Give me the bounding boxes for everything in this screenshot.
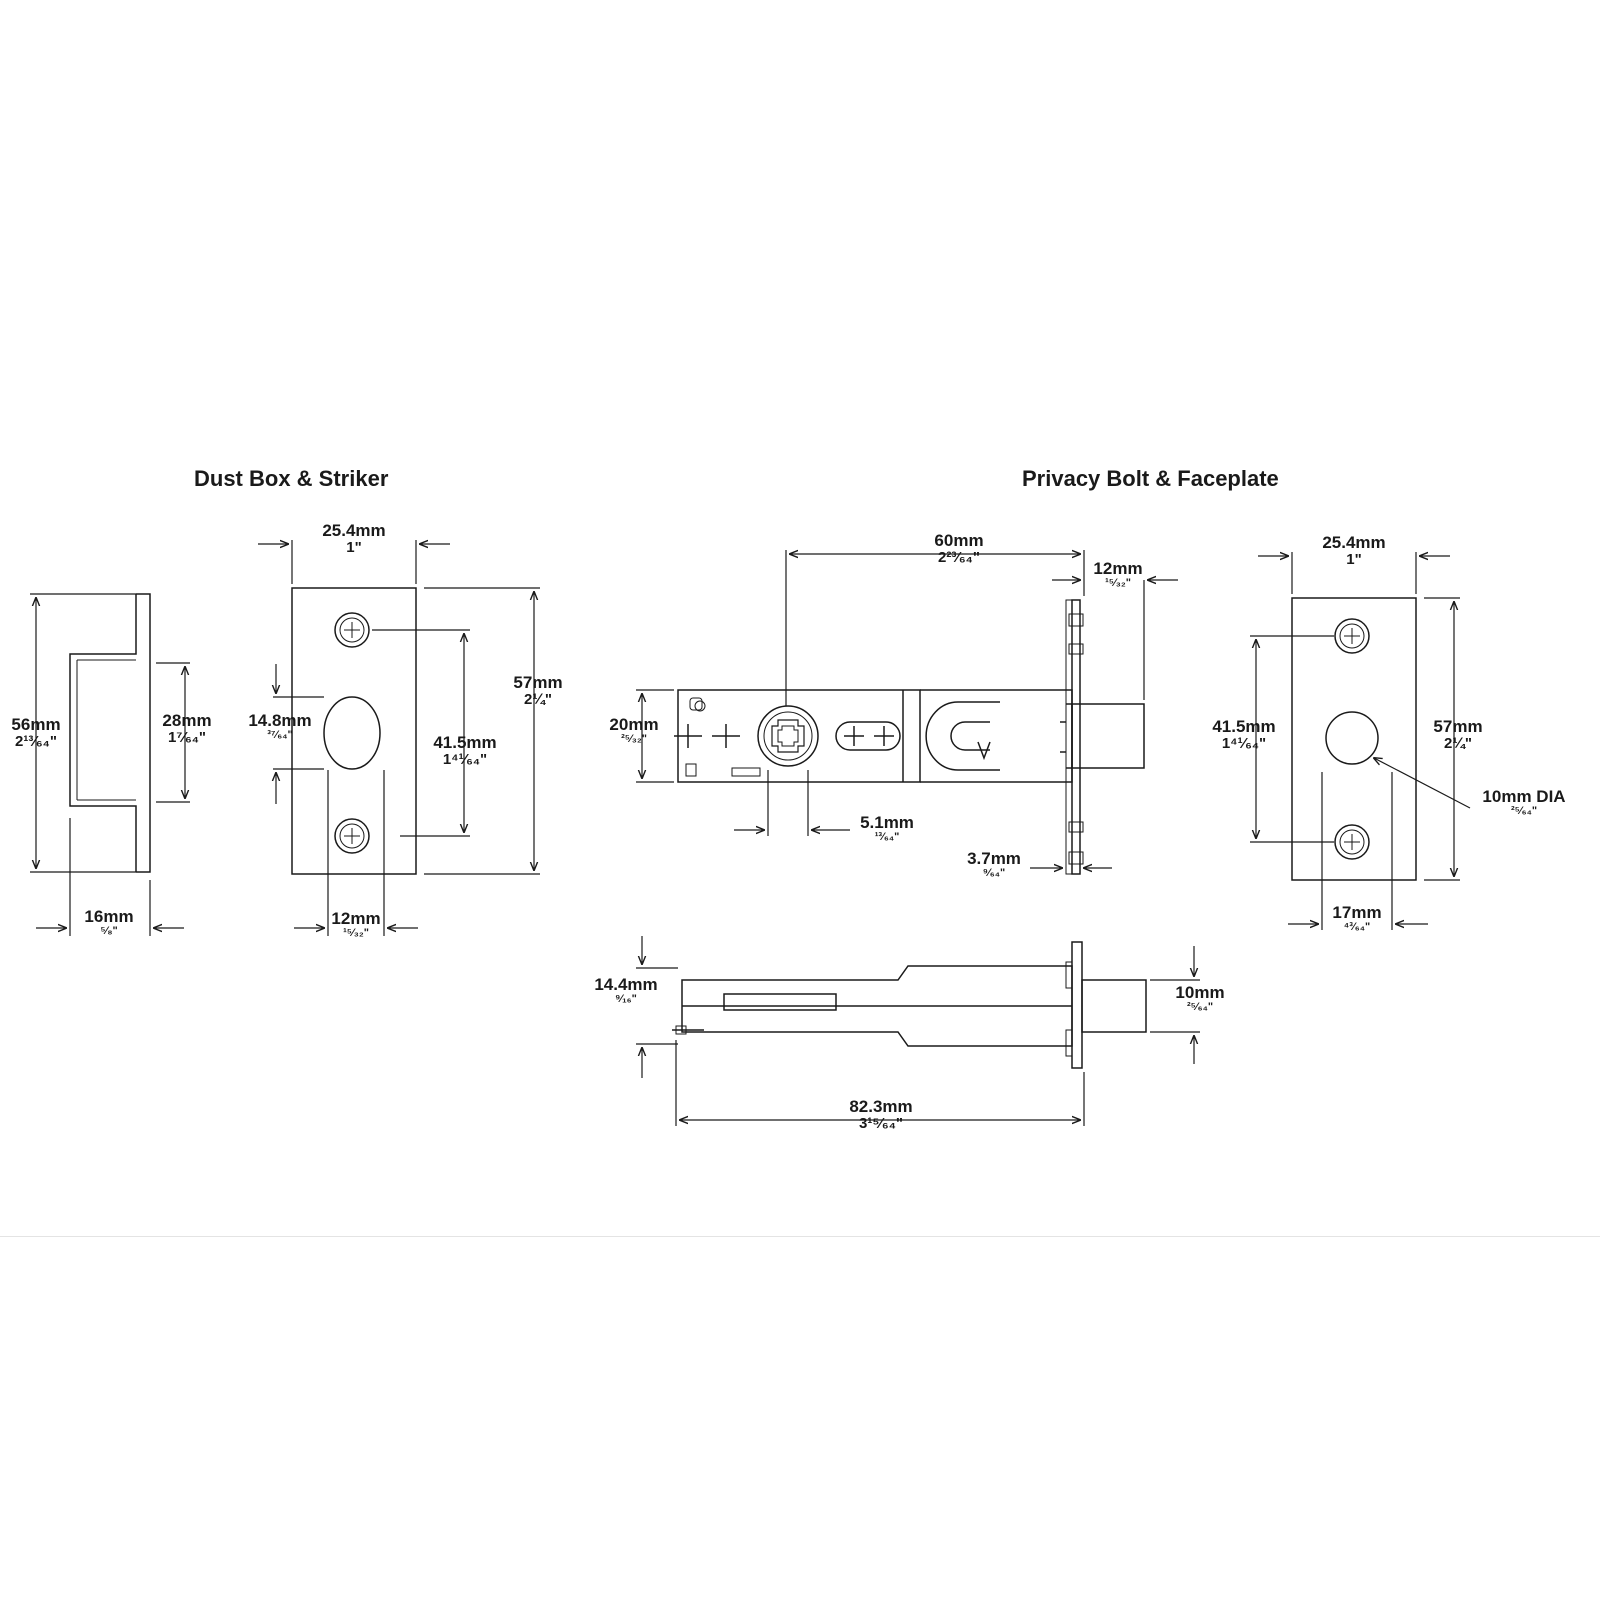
dim-faceplate-width: 25.4mm 1" xyxy=(1304,534,1404,568)
dim-mm: 12mm xyxy=(331,909,381,928)
dim-mm: 60mm xyxy=(934,531,984,550)
dim-latch-side-height: 14.4mm ⁹⁄₁₆" xyxy=(584,976,668,1005)
dim-strike-width: 25.4mm 1" xyxy=(304,522,404,556)
side-view-dimension-lines xyxy=(636,936,1200,1126)
dim-mm: 25.4mm xyxy=(1322,533,1386,552)
dim-mm: 10mm xyxy=(1175,983,1225,1002)
dim-bolt-side-offset: 17mm ⁴³⁄₆₄" xyxy=(1322,904,1392,933)
dim-mm: 12mm xyxy=(1093,559,1143,578)
dim-bolt-side-diameter: 10mm ²⁵⁄₆₄" xyxy=(1160,984,1240,1013)
dim-latch-body-height: 20mm ²⁵⁄₃₂" xyxy=(594,716,674,745)
dim-dust-box-height: 56mm 2¹³⁄₆₄" xyxy=(0,716,72,750)
dim-strike-hole-height: 14.8mm ³⁷⁄₆₄" xyxy=(238,712,322,741)
dim-backset: 60mm 2²³⁄₆₄" xyxy=(916,532,1002,566)
dim-mm: 14.4mm xyxy=(594,975,658,994)
dim-mm: 14.8mm xyxy=(248,711,312,730)
dim-inch: ²⁵⁄₃₂" xyxy=(621,732,647,745)
dim-inch: ⁵⁄₈" xyxy=(100,924,118,937)
faceplate-dimension-lines xyxy=(1250,552,1470,930)
dim-inch: 1⁴¹⁄₆₄" xyxy=(442,750,488,768)
privacy-bolt-dimension-lines xyxy=(636,550,1178,868)
dim-mm: 82.3mm xyxy=(849,1097,913,1116)
privacy-bolt-side-view xyxy=(672,942,1146,1068)
title-dust-box-striker: Dust Box & Striker xyxy=(194,466,389,491)
dim-spindle-size: 5.1mm ¹³⁄₆₄" xyxy=(848,814,926,843)
dim-mm: 57mm xyxy=(513,673,563,692)
dim-mm: 16mm xyxy=(84,907,134,926)
dim-overall-length: 82.3mm 3¹⁵⁄₆₄" xyxy=(836,1098,926,1132)
dim-mm: 41.5mm xyxy=(1212,717,1276,736)
dim-inch: 1" xyxy=(346,538,362,556)
dim-inch: ⁹⁄₆₄" xyxy=(982,866,1006,879)
dim-mm: 5.1mm xyxy=(860,813,914,832)
dim-bolt-throw: 12mm ¹⁵⁄₃₂" xyxy=(1082,560,1154,589)
dim-mm: 10mm DIA xyxy=(1482,787,1566,806)
dim-faceplate-screw-spacing: 41.5mm 1⁴¹⁄₆₄" xyxy=(1200,718,1288,752)
dim-inch: 1" xyxy=(1346,550,1362,568)
dim-dust-box-depth: 16mm ⁵⁄₈" xyxy=(74,908,144,937)
dim-mm: 20mm xyxy=(609,715,659,734)
dim-inch: ¹⁵⁄₃₂" xyxy=(1105,576,1131,589)
dim-inch: ¹³⁄₆₄" xyxy=(874,830,900,843)
dim-strike-screw-spacing: 41.5mm 1⁴¹⁄₆₄" xyxy=(420,734,510,768)
dim-inch: 1⁷⁄₆₄" xyxy=(167,728,207,746)
dim-inch: ⁹⁄₁₆" xyxy=(615,992,637,1005)
dim-mm: 57mm xyxy=(1433,717,1483,736)
strike-dimension-lines xyxy=(258,540,540,936)
dim-mm: 25.4mm xyxy=(322,521,386,540)
dim-inch: ⁴³⁄₆₄" xyxy=(1343,920,1371,933)
faceplate xyxy=(1292,598,1416,880)
dim-faceplate-thickness: 3.7mm ⁹⁄₆₄" xyxy=(956,850,1032,879)
dim-bolt-diameter: 10mm DIA ²⁵⁄₆₄" xyxy=(1472,788,1576,817)
dim-inch: ²⁵⁄₆₄" xyxy=(1186,1000,1214,1013)
dim-mm: 28mm xyxy=(162,711,212,730)
strike-plate xyxy=(292,588,416,874)
dim-inch: 2¼" xyxy=(524,690,552,708)
dim-strike-hole-width: 12mm ¹⁵⁄₃₂" xyxy=(320,910,392,939)
dim-mm: 3.7mm xyxy=(967,849,1021,868)
dim-mm: 17mm xyxy=(1332,903,1382,922)
dim-inch: 3¹⁵⁄₆₄" xyxy=(859,1114,903,1132)
dim-inch: ²⁵⁄₆₄" xyxy=(1510,804,1538,817)
dust-box-profile xyxy=(70,594,150,872)
dim-inch: ³⁷⁄₆₄" xyxy=(267,728,293,741)
title-privacy-bolt-faceplate: Privacy Bolt & Faceplate xyxy=(1022,466,1279,491)
dim-inch: 2¹³⁄₆₄" xyxy=(15,732,57,750)
dim-inch: 2²³⁄₆₄" xyxy=(938,548,980,566)
dim-inch: 1⁴¹⁄₆₄" xyxy=(1221,734,1267,752)
dim-inch: 2¼" xyxy=(1444,734,1472,752)
dim-faceplate-height: 57mm 2¼" xyxy=(1420,718,1496,752)
dim-strike-height: 57mm 2¼" xyxy=(500,674,576,708)
dust-box-dimension-lines xyxy=(30,594,190,936)
dim-mm: 56mm xyxy=(11,715,61,734)
dim-mm: 41.5mm xyxy=(433,733,497,752)
dim-inch: ¹⁵⁄₃₂" xyxy=(343,926,369,939)
dim-dust-box-inner: 28mm 1⁷⁄₆₄" xyxy=(152,712,222,746)
divider-line xyxy=(0,1236,1600,1237)
